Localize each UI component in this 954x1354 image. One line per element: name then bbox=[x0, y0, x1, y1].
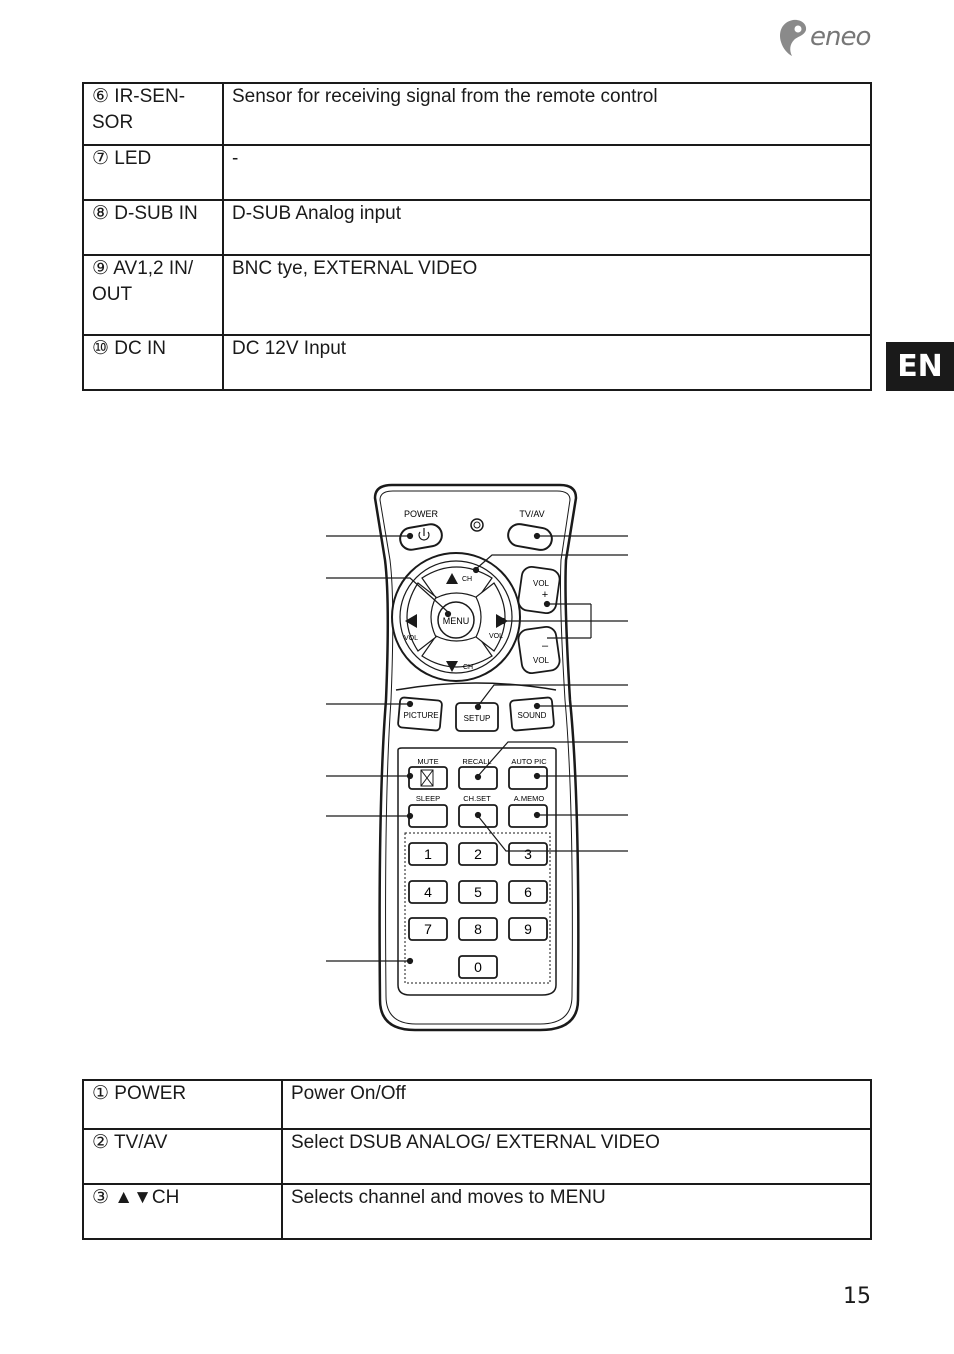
tvav-label: TV/AV bbox=[519, 509, 544, 519]
table-cell-label: ③ ▲▼CH bbox=[82, 1183, 283, 1240]
connector-table: ⑥ IR-SEN-SOR Sensor for receiving signal… bbox=[82, 82, 872, 391]
table-row: ⑩ DC IN DC 12V Input bbox=[82, 334, 872, 391]
table-row: ② TV/AV Select DSUB ANALOG/ EXTERNAL VID… bbox=[82, 1128, 872, 1185]
left-arrow-icon bbox=[405, 614, 417, 628]
digit-8-label: 8 bbox=[474, 921, 482, 937]
remote-inner-outline bbox=[379, 490, 573, 1025]
digit-7-button[interactable] bbox=[408, 917, 448, 941]
table-cell-label: ⑥ IR-SEN-SOR bbox=[82, 82, 224, 146]
table-cell-label: ② TV/AV bbox=[82, 1128, 283, 1185]
table-cell-desc: Selects channel and moves to MENU bbox=[281, 1183, 872, 1240]
digit-4-button[interactable] bbox=[408, 880, 448, 904]
vol-right-button[interactable] bbox=[475, 582, 506, 652]
mute-label: MUTE bbox=[417, 757, 438, 766]
autopic-label: AUTO PIC bbox=[511, 757, 547, 766]
digit-0-label: 0 bbox=[474, 959, 482, 975]
autopic-button[interactable] bbox=[508, 766, 548, 790]
tvav-button[interactable] bbox=[506, 522, 553, 551]
digit-8-button[interactable] bbox=[458, 917, 498, 941]
table-row: ① POWER Power On/Off bbox=[82, 1079, 872, 1130]
setup-label: SETUP bbox=[464, 714, 491, 723]
digit-7-label: 7 bbox=[424, 921, 432, 937]
ch-down-button[interactable] bbox=[421, 635, 493, 668]
amemo-label: A.MEMO bbox=[514, 794, 545, 803]
table-cell-label: ⑦ LED bbox=[82, 144, 224, 201]
page-number: 15 bbox=[843, 1284, 871, 1309]
vol-plus-label: VOL bbox=[533, 579, 550, 588]
table-cell-desc: Power On/Off bbox=[281, 1079, 872, 1130]
digit-2-button[interactable] bbox=[458, 842, 498, 866]
ch-down-label: CH bbox=[463, 664, 473, 671]
digit-6-button[interactable] bbox=[508, 880, 548, 904]
remote-control-diagram: POWER TV/AV CH CH VOL VOL MENU VOL + – V… bbox=[326, 483, 628, 1032]
eneo-logo: eneo bbox=[776, 18, 886, 58]
table-row: ⑥ IR-SEN-SOR Sensor for receiving signal… bbox=[82, 82, 872, 146]
ch-up-label: CH bbox=[462, 576, 472, 583]
brand-name: eneo bbox=[810, 22, 871, 52]
plus-icon: + bbox=[542, 589, 548, 601]
digit-3-button[interactable] bbox=[508, 842, 548, 866]
chset-label: CH.SET bbox=[463, 794, 491, 803]
table-cell-label: ⑩ DC IN bbox=[82, 334, 224, 391]
amemo-button[interactable] bbox=[508, 804, 548, 828]
picture-label: PICTURE bbox=[403, 711, 438, 720]
logo-mark-icon bbox=[780, 19, 807, 56]
power-label: POWER bbox=[404, 509, 439, 519]
table-cell-label: ① POWER bbox=[82, 1079, 283, 1130]
table-cell-desc: DC 12V Input bbox=[222, 334, 872, 391]
digit-5-button[interactable] bbox=[458, 880, 498, 904]
table-cell-desc: BNC tye, EXTERNAL VIDEO bbox=[222, 254, 872, 336]
table-cell-desc: - bbox=[222, 144, 872, 201]
digit-1-label: 1 bbox=[424, 846, 432, 862]
setup-button[interactable] bbox=[455, 702, 499, 732]
table-cell-label: ⑧ D-SUB IN bbox=[82, 199, 224, 256]
digit-4-label: 4 bbox=[424, 884, 432, 900]
table-row: ⑨ AV1,2 IN/ OUT BNC tye, EXTERNAL VIDEO bbox=[82, 254, 872, 336]
sleep-button[interactable] bbox=[408, 804, 448, 828]
table-row: ⑦ LED - bbox=[82, 144, 872, 201]
up-arrow-icon bbox=[446, 573, 458, 584]
numpad-area bbox=[404, 832, 551, 984]
remote-functions-table: ① POWER Power On/Off ② TV/AV Select DSUB… bbox=[82, 1079, 872, 1240]
digit-2-label: 2 bbox=[474, 846, 482, 862]
table-cell-desc: Sensor for receiving signal from the rem… bbox=[222, 82, 872, 146]
vol-left-label: VOL bbox=[404, 635, 418, 642]
table-row: ③ ▲▼CH Selects channel and moves to MENU bbox=[82, 1183, 872, 1240]
down-arrow-icon bbox=[446, 661, 458, 672]
vol-minus-button[interactable] bbox=[517, 625, 561, 675]
digit-6-label: 6 bbox=[524, 884, 532, 900]
digit-9-label: 9 bbox=[524, 921, 532, 937]
digit-5-label: 5 bbox=[474, 884, 482, 900]
callout-lines bbox=[326, 532, 628, 965]
power-button[interactable] bbox=[398, 523, 443, 552]
language-tab: EN bbox=[886, 342, 954, 391]
mute-icon bbox=[420, 769, 434, 787]
table-row: ⑧ D-SUB IN D-SUB Analog input bbox=[82, 199, 872, 256]
vol-minus-label: VOL bbox=[533, 656, 550, 665]
recall-label: RECALL bbox=[462, 757, 491, 766]
table-cell-desc: D-SUB Analog input bbox=[222, 199, 872, 256]
table-cell-desc: Select DSUB ANALOG/ EXTERNAL VIDEO bbox=[281, 1128, 872, 1185]
table-cell-label: ⑨ AV1,2 IN/ OUT bbox=[82, 254, 224, 336]
digit-0-button[interactable] bbox=[458, 955, 498, 979]
digit-3-label: 3 bbox=[524, 846, 532, 862]
power-icon bbox=[418, 528, 430, 541]
vol-left-button[interactable] bbox=[406, 582, 437, 652]
menu-label: MENU bbox=[443, 616, 470, 626]
sleep-label: SLEEP bbox=[416, 794, 440, 803]
minus-icon: – bbox=[542, 640, 549, 652]
sound-label: SOUND bbox=[518, 711, 547, 720]
vol-right-label: VOL bbox=[489, 633, 503, 640]
digit-9-button[interactable] bbox=[508, 917, 548, 941]
digit-1-button[interactable] bbox=[408, 842, 448, 866]
vol-plus-button[interactable] bbox=[517, 565, 561, 615]
